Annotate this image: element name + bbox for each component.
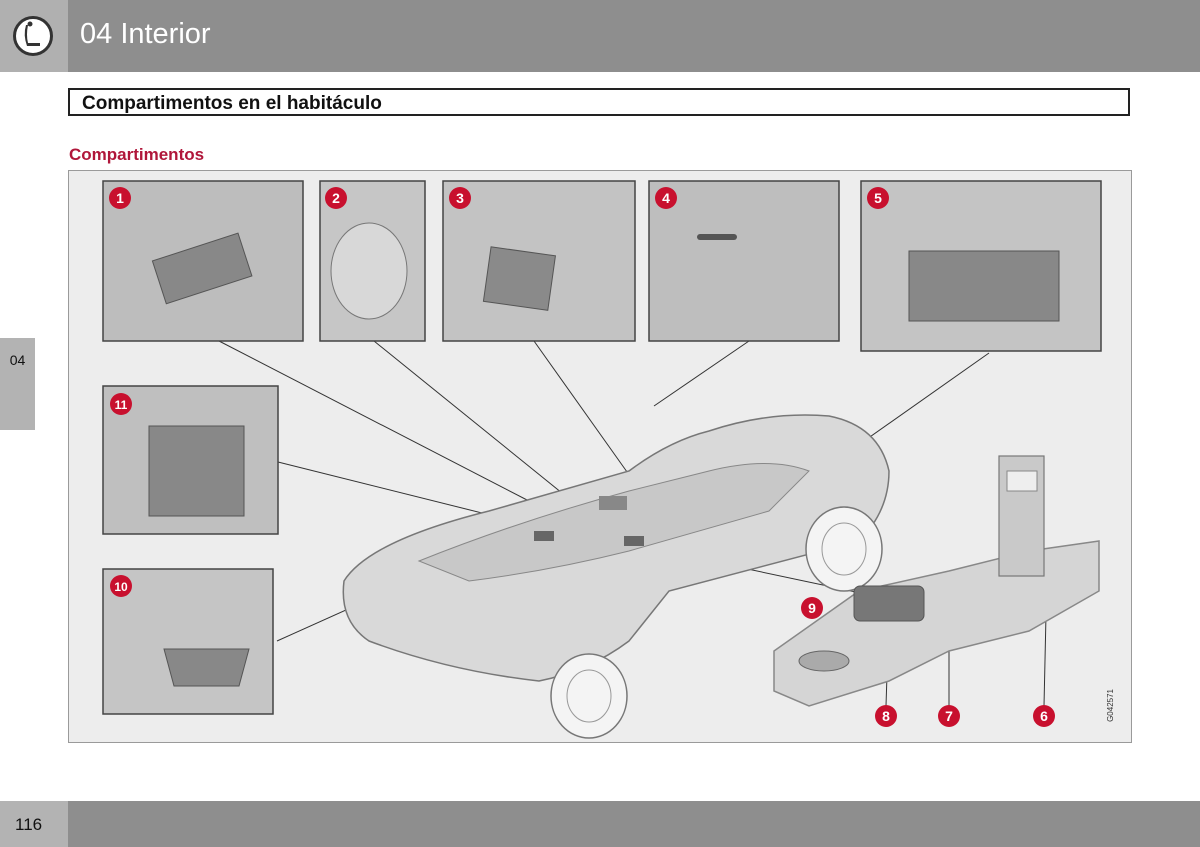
callout-7: 7 xyxy=(938,705,960,727)
chapter-side-tab: 04 xyxy=(0,338,35,430)
footer-page-tab xyxy=(0,801,68,847)
svg-text:11: 11 xyxy=(115,398,128,412)
chapter-title: 04 Interior xyxy=(80,18,211,50)
svg-text:9: 9 xyxy=(808,600,816,616)
svg-text:7: 7 xyxy=(945,708,953,724)
callout-4: 4 xyxy=(655,187,677,209)
svg-text:2: 2 xyxy=(332,190,340,206)
inset-panels xyxy=(102,180,1102,715)
svg-text:1: 1 xyxy=(116,190,124,206)
section-title: Compartimentos en el habitáculo xyxy=(82,93,382,114)
inset-ticket-holder xyxy=(648,180,840,342)
page-number: 116 xyxy=(15,815,43,834)
svg-text:8: 8 xyxy=(882,708,890,724)
svg-text:10: 10 xyxy=(114,580,128,594)
callout-5: 5 xyxy=(867,187,889,209)
footer-bar xyxy=(68,801,1200,847)
callout-1: 1 xyxy=(109,187,131,209)
subsection-title: Compartimentos xyxy=(69,145,205,164)
chapter-icon-tab xyxy=(0,0,68,72)
illustration-svg: 1 2 3 4 5 6 7 8 9 10 11 xyxy=(102,180,1102,739)
callout-10: 10 xyxy=(110,575,132,597)
section-header: Compartimentos en el habitáculo xyxy=(68,88,1130,116)
inset-rear-door-pocket xyxy=(102,568,274,715)
svg-text:5: 5 xyxy=(874,190,882,206)
svg-text:3: 3 xyxy=(456,190,464,206)
chapter-header-bar xyxy=(0,0,1200,72)
svg-text:6: 6 xyxy=(1040,708,1048,724)
callout-9: 9 xyxy=(801,597,823,619)
figure-code: G042571 xyxy=(1106,689,1115,722)
callout-6: 6 xyxy=(1033,705,1055,727)
side-tab-label: 04 xyxy=(9,352,26,368)
callout-3: 3 xyxy=(449,187,471,209)
center-console-illustration xyxy=(773,455,1100,707)
callout-11: 11 xyxy=(110,393,132,415)
seat-icon xyxy=(13,16,53,56)
car-illustration xyxy=(342,414,890,739)
callout-8: 8 xyxy=(875,705,897,727)
callout-2: 2 xyxy=(325,187,347,209)
svg-text:4: 4 xyxy=(662,190,670,206)
compartments-illustration: 1 2 3 4 5 6 7 8 9 10 11 G042571 xyxy=(68,170,1132,743)
